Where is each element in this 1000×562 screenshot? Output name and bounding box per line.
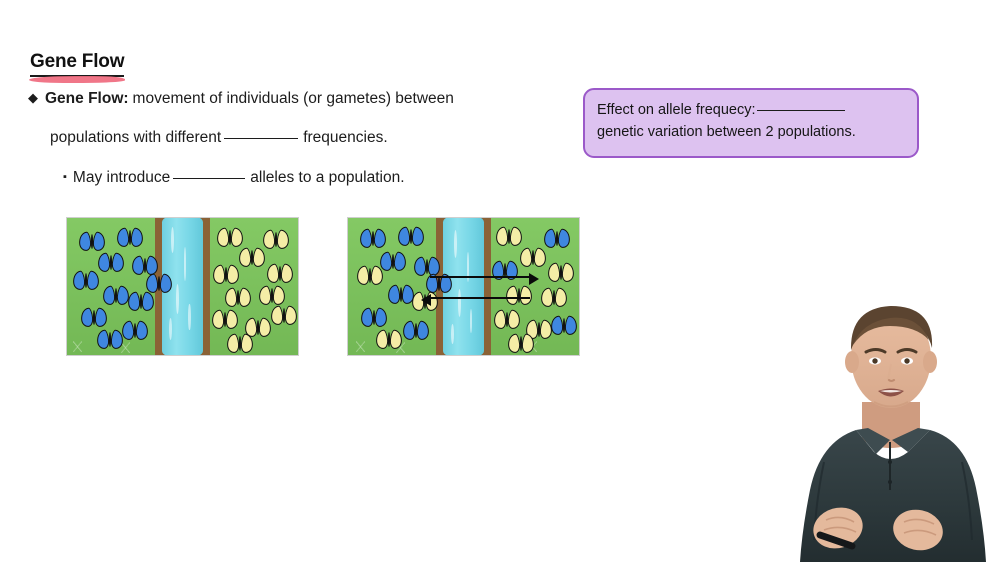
- butterfly-blue: [121, 320, 149, 341]
- butterfly-yellow: [244, 317, 272, 338]
- butterfly-blue: [379, 251, 407, 272]
- butterfly-yellow: [226, 333, 254, 354]
- butterfly-yellow: [525, 319, 553, 340]
- butterfly-blue: [116, 227, 144, 248]
- bullet-main-text: movement of individuals (or gametes) bet…: [132, 90, 454, 107]
- butterfly-blue: [387, 284, 415, 305]
- effect-label: Effect on allele frequecy:: [597, 102, 756, 118]
- butterfly-yellow: [238, 247, 266, 268]
- butterfly-yellow: [505, 285, 533, 306]
- effect-line-2: genetic variation between 2 populations.: [597, 124, 856, 141]
- bullet-main-continuation: populations with different frequencies.: [50, 128, 388, 147]
- butterfly-blue: [96, 329, 124, 350]
- effect-callout-box: Effect on allele frequecy: genetic varia…: [583, 88, 919, 158]
- butterfly-blue: [102, 285, 130, 306]
- butterfly-blue: [402, 320, 430, 341]
- bullet-main-cont-post: frequencies.: [303, 129, 388, 146]
- bullet-main-term: Gene Flow:: [45, 90, 129, 107]
- butterfly-blue: [78, 231, 106, 252]
- square-bullet-icon: ▪: [63, 171, 67, 183]
- butterfly-blue: [127, 291, 155, 312]
- illustration-separated-populations: [67, 218, 298, 355]
- gene-flow-arrow-left: [421, 294, 530, 306]
- butterfly-yellow: [258, 285, 286, 306]
- butterfly-yellow: [212, 264, 240, 285]
- diamond-bullet-icon: ◆: [28, 90, 38, 105]
- butterfly-yellow: [356, 265, 384, 286]
- effect-fill-blank: [756, 110, 845, 111]
- bullet-sub-post: alleles to a population.: [250, 169, 405, 186]
- butterfly-blue: [359, 228, 387, 249]
- butterfly-blue: [491, 260, 519, 281]
- butterfly-yellow: [224, 287, 252, 308]
- butterfly-blue: [425, 273, 453, 294]
- bullet-sub: ▪ May introduce alleles to a population.: [63, 168, 405, 187]
- page-title: Gene Flow: [30, 51, 124, 77]
- bullet-main: ◆ Gene Flow: movement of individuals (or…: [28, 89, 454, 108]
- butterfly-blue: [97, 252, 125, 273]
- bullet-main-cont-pre: populations with different: [50, 129, 222, 146]
- butterfly-yellow: [266, 263, 294, 284]
- butterfly-yellow: [519, 247, 547, 268]
- butterfly-blue: [145, 273, 173, 294]
- butterfly-blue: [543, 228, 571, 249]
- butterfly-yellow: [375, 329, 403, 350]
- fill-blank-1: [224, 138, 299, 139]
- butterfly-yellow: [507, 333, 535, 354]
- butterfly-yellow: [270, 305, 298, 326]
- butterfly-blue: [397, 226, 425, 247]
- river: [162, 218, 203, 355]
- butterfly-yellow: [540, 287, 568, 308]
- butterfly-blue: [413, 256, 441, 277]
- butterfly-blue: [80, 307, 108, 328]
- butterfly-yellow: [262, 229, 290, 250]
- fill-blank-2: [173, 178, 246, 179]
- title-highlight-stroke: [29, 76, 125, 83]
- butterfly-yellow: [493, 309, 521, 330]
- butterfly-blue: [131, 255, 159, 276]
- effect-line-1: Effect on allele frequecy:: [597, 99, 905, 121]
- butterfly-blue: [360, 307, 388, 328]
- butterfly-yellow: [495, 226, 523, 247]
- gene-flow-arrow-right: [430, 273, 539, 285]
- presenter-video-overlay: [790, 290, 1000, 562]
- illustration-gene-flow: [348, 218, 579, 355]
- butterfly-blue: [550, 315, 578, 336]
- butterfly-yellow: [547, 262, 575, 283]
- butterfly-yellow: [216, 227, 244, 248]
- butterfly-blue: [72, 270, 100, 291]
- bullet-sub-pre: May introduce: [72, 169, 171, 186]
- butterfly-yellow: [211, 309, 239, 330]
